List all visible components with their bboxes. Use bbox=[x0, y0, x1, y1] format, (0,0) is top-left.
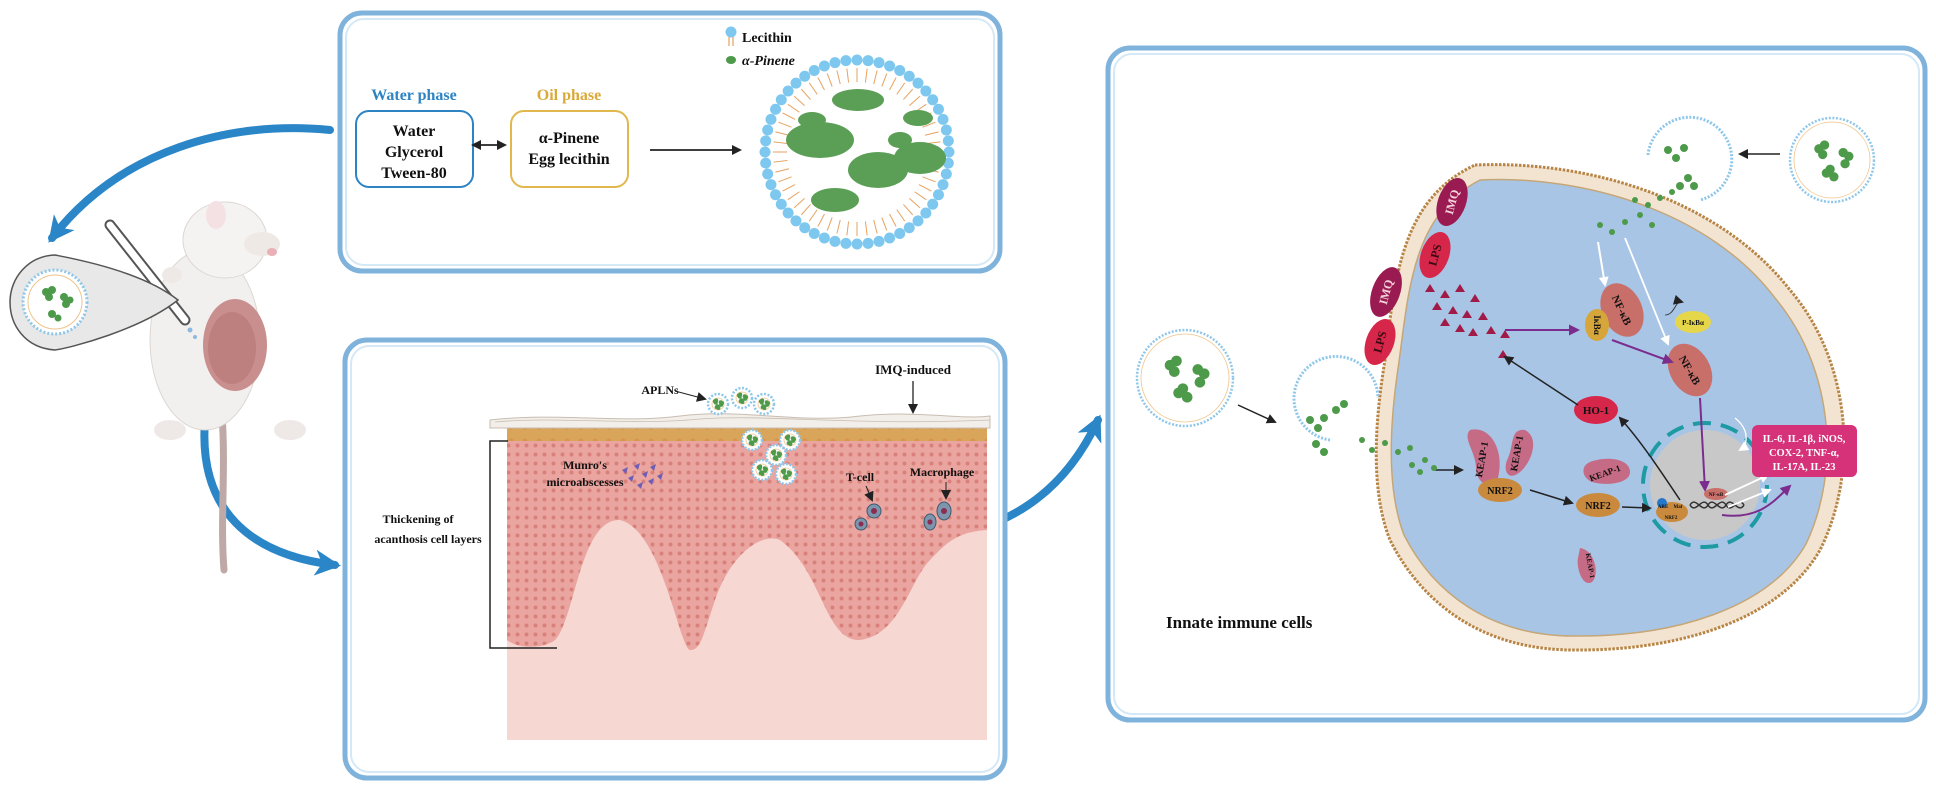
ho1 bbox=[1574, 396, 1618, 424]
tcell-label: T-cell bbox=[846, 470, 875, 484]
p-ikba bbox=[1675, 311, 1711, 333]
keap1-nrf2-complex: KEAP-1 KEAP-1 NRF2 bbox=[1467, 429, 1534, 502]
lecithin-legend-icon bbox=[725, 26, 737, 38]
skin-panel: Thickening of acanthosis cell layers APL… bbox=[342, 337, 1008, 781]
ikba-label: IκBα bbox=[1592, 315, 1602, 335]
cytokines-line-2: COX-2, TNF-α, bbox=[1769, 448, 1839, 459]
tcells bbox=[854, 503, 882, 531]
nrf2-label-2: NRF2 bbox=[1585, 501, 1611, 512]
ros-triangles bbox=[1425, 284, 1510, 358]
imq-label-2: IMQ bbox=[1376, 278, 1396, 306]
nrf2-nuclear-label: NRF2 bbox=[1665, 516, 1678, 521]
pathway-arrows bbox=[1237, 149, 1792, 517]
p-ikba-label: P-IκBα bbox=[1682, 319, 1704, 327]
ho1-label: HO-1 bbox=[1583, 405, 1609, 417]
nuclear-nfkb-label: NF-κB bbox=[1709, 493, 1724, 498]
oil-item-2: Egg lecithin bbox=[528, 151, 609, 168]
aplns-label: APLNs bbox=[641, 383, 679, 397]
droplet-callout bbox=[9, 254, 180, 351]
lps-label-2: LPS bbox=[1370, 329, 1389, 354]
oil-phase-title: Oil phase bbox=[537, 87, 601, 104]
water-item-2: Glycerol bbox=[385, 144, 444, 161]
cell-title: Innate immune cells bbox=[1166, 613, 1313, 632]
free-nrf2 bbox=[1576, 493, 1620, 517]
cell-nanoparticles bbox=[1135, 115, 1876, 456]
thickening-bracket bbox=[489, 440, 557, 649]
water-phase-title: Water phase bbox=[371, 87, 456, 104]
cytokines-line-3: IL-17A, IL-23 bbox=[1772, 462, 1835, 473]
imq-lps-ligands: IMQ LPS IMQ LPS bbox=[1364, 178, 1468, 366]
nfkb-ikba-complex: NF-κB IκBα bbox=[1585, 283, 1644, 341]
preparation-panel: Water phase Water Glycerol Tween-80 Oil … bbox=[337, 10, 1003, 274]
free-nfkb: NF-κB bbox=[1667, 343, 1713, 397]
neutrophil-cluster bbox=[622, 463, 663, 489]
nanoemulsion-droplet bbox=[759, 54, 955, 250]
maf-label: Maf bbox=[1674, 505, 1683, 510]
imq-label-1: IMQ bbox=[1442, 188, 1462, 216]
cell-panel: ARE Maf NRF2 NF-κB IMQ LPS IMQ LPS NF-κB bbox=[1105, 45, 1928, 723]
oil-item-1: α-Pinene bbox=[539, 130, 599, 147]
skin-nanoparticles bbox=[706, 386, 802, 486]
munro-label-2: microabscesses bbox=[546, 475, 623, 489]
water-item-3: Tween-80 bbox=[381, 165, 446, 182]
lps-label-1: LPS bbox=[1425, 242, 1444, 267]
lecithin-legend-label: Lecithin bbox=[742, 31, 792, 46]
pinene-legend-icon bbox=[726, 56, 736, 64]
macrophages bbox=[923, 501, 952, 531]
mouse-illustration bbox=[149, 201, 306, 574]
macrophage-label: Macrophage bbox=[910, 465, 975, 479]
cytokine-box bbox=[1752, 425, 1857, 477]
are-label: ARE bbox=[1658, 505, 1669, 510]
thickening-label-1: Thickening of bbox=[382, 512, 454, 526]
stratum-corneum bbox=[489, 413, 991, 429]
cytokines-line-1: IL-6, IL-1β, iNOS, bbox=[1763, 434, 1846, 445]
arrow-to-skin bbox=[200, 416, 341, 576]
imq-induced-label: IMQ-induced bbox=[875, 362, 952, 377]
dissociated-keap1: KEAP-1 KEAP-1 bbox=[1577, 458, 1630, 584]
oil-phase-box bbox=[510, 110, 629, 188]
pinene-legend-label: α-Pinene bbox=[742, 54, 795, 69]
arrow-to-mouse bbox=[48, 124, 334, 243]
munro-label-1: Munro's bbox=[563, 458, 607, 472]
released-pinene bbox=[1359, 189, 1675, 475]
thickening-label-2: acanthosis cell layers bbox=[374, 532, 482, 546]
nrf2-label-1: NRF2 bbox=[1487, 486, 1513, 497]
water-item-1: Water bbox=[393, 123, 436, 140]
